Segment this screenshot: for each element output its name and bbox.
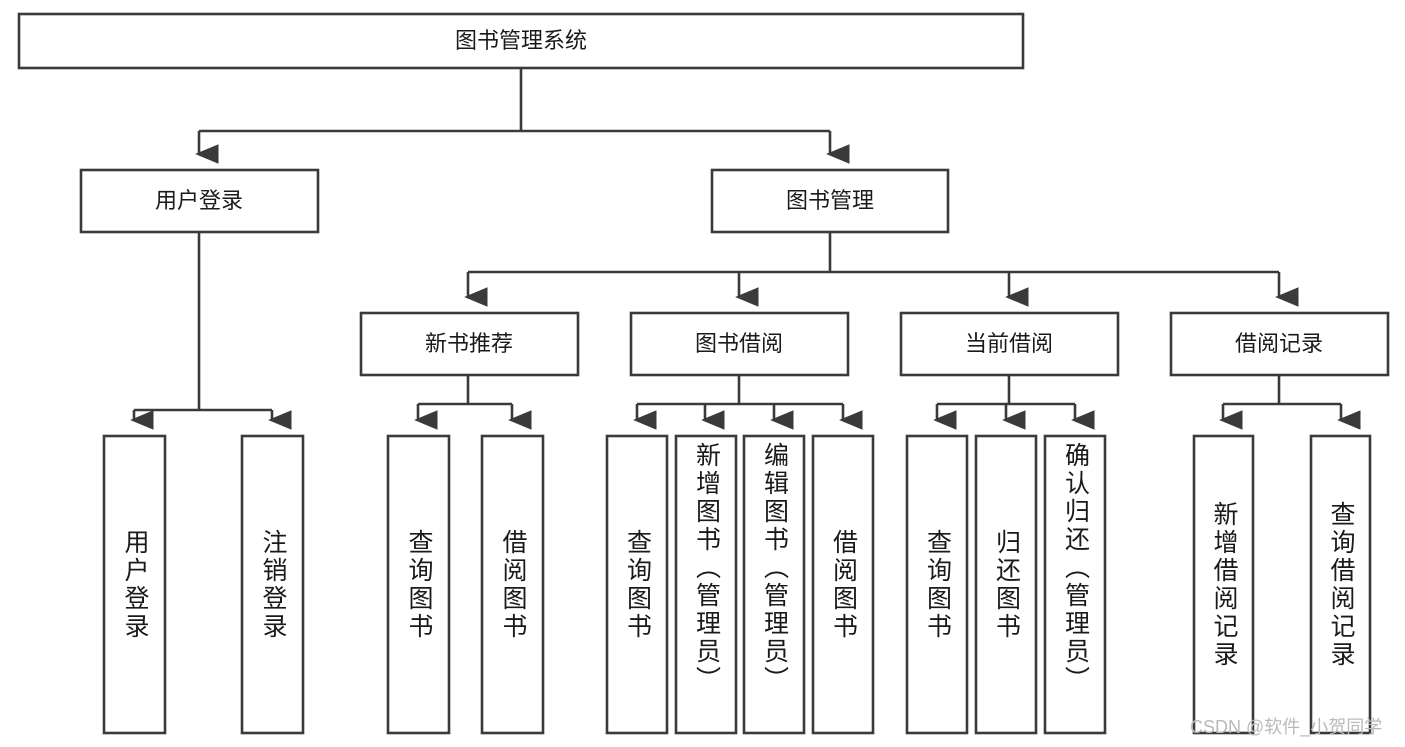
node-current-borrow-label: 当前借阅 (965, 331, 1053, 356)
leaf-box-record-2[interactable] (1309, 434, 1372, 735)
leaf-box-borrow-4[interactable] (811, 434, 875, 735)
node-book-manage[interactable]: 图书管理 (710, 168, 950, 234)
node-current-borrow[interactable]: 当前借阅 (899, 311, 1120, 377)
leaf-box-borrow-1[interactable] (605, 434, 669, 735)
node-book-manage-label: 图书管理 (786, 188, 874, 213)
node-book-manage-box[interactable] (710, 168, 950, 234)
node-borrow-record-label: 借阅记录 (1235, 331, 1323, 356)
node-root-label: 图书管理系统 (455, 28, 587, 53)
watermark-text: CSDN @软件_小贺同学 (1190, 717, 1383, 737)
leaf-box-record-1[interactable] (1192, 434, 1255, 735)
leaf-box-current-3[interactable] (1043, 434, 1107, 735)
node-new-book-recommend-label: 新书推荐 (425, 331, 513, 356)
node-new-book-recommend[interactable]: 新书推荐 (359, 311, 580, 377)
connector-group (130, 68, 1361, 430)
node-new-book-recommend-box[interactable] (359, 311, 580, 377)
node-book-borrow[interactable]: 图书借阅 (629, 311, 850, 377)
leaf-box-current-1[interactable] (905, 434, 969, 735)
leaf-node-group (102, 434, 1372, 735)
node-user-login-box[interactable] (79, 168, 320, 234)
node-root-box[interactable] (17, 12, 1025, 70)
node-user-login-label: 用户登录 (155, 188, 243, 213)
leaf-box-new-book-2[interactable] (480, 434, 545, 735)
leaf-box-new-book-1[interactable] (386, 434, 451, 735)
leaf-box-borrow-3[interactable] (742, 434, 806, 735)
leaf-box-current-2[interactable] (974, 434, 1038, 735)
node-current-borrow-box[interactable] (899, 311, 1120, 377)
leaf-box-user-login-1[interactable] (102, 434, 167, 735)
node-root[interactable]: 图书管理系统 (17, 12, 1025, 70)
node-book-borrow-box[interactable] (629, 311, 850, 377)
node-user-login[interactable]: 用户登录 (79, 168, 320, 234)
leaf-box-borrow-2[interactable] (674, 434, 738, 735)
node-book-borrow-label: 图书借阅 (695, 331, 783, 356)
node-borrow-record-box[interactable] (1169, 311, 1390, 377)
leaf-box-user-login-2[interactable] (240, 434, 305, 735)
node-borrow-record[interactable]: 借阅记录 (1169, 311, 1390, 377)
